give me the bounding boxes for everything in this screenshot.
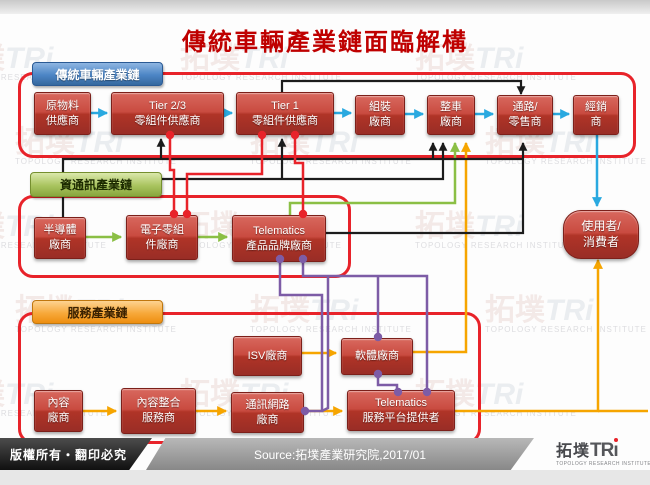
node-distributor: 經銷商	[573, 95, 619, 135]
logo-tr-text: TR	[590, 440, 614, 461]
logo-i-glyph: ı	[613, 438, 619, 461]
node-electronic-parts-maker: 電子零組件廠商	[126, 215, 198, 260]
node-software-maker: 軟體廠商	[341, 338, 413, 375]
copyright-banner: 版權所有‧翻印必究	[0, 438, 152, 470]
bottom-gradient-strip	[0, 470, 650, 485]
source-banner: Source:拓墣產業研究院,2017/01	[146, 438, 534, 470]
source-text: Source:拓墣產業研究院,2017/01	[253, 447, 427, 462]
section-tab-service-chain: 服務產業鏈	[32, 300, 163, 324]
section-tab-auto-chain: 傳統車輛產業鏈	[32, 62, 163, 86]
node-content-integrator: 內容整合服務商	[121, 388, 196, 434]
node-channel-retailer: 通路/零售商	[497, 95, 553, 135]
node-content-maker: 內容廠商	[34, 390, 83, 432]
node-assembly-maker: 組裝廠商	[355, 95, 405, 135]
node-telecom-network-maker: 通訊網路廠商	[231, 392, 304, 433]
node-raw-material-supplier: 原物料供應商	[34, 92, 91, 135]
footer-bar: 版權所有‧翻印必究 Source:拓墣產業研究院,2017/01 拓墣TRı T…	[0, 438, 650, 470]
node-isv-maker: ISV廠商	[233, 336, 302, 376]
logo-red-dot	[614, 438, 619, 442]
node-semiconductor-maker: 半導體廠商	[34, 217, 86, 259]
logo-subtitle: TOPOLOGY RESEARCH INSTITUTE	[556, 461, 650, 467]
node-vehicle-oem: 整車廠商	[427, 95, 475, 135]
section-tab-ict-chain: 資通訊產業鏈	[30, 172, 162, 197]
node-user-consumer: 使用者/消費者	[563, 210, 639, 259]
top-gradient-strip	[0, 0, 650, 14]
logo-cjk-text: 拓墣	[556, 443, 591, 460]
copyright-text: 版權所有‧翻印必究	[10, 447, 128, 462]
tri-logo: 拓墣TRı TOPOLOGY RESEARCH INSTITUTE	[556, 438, 650, 467]
page-title: 傳統車輛產業鏈面臨解構	[182, 27, 468, 56]
